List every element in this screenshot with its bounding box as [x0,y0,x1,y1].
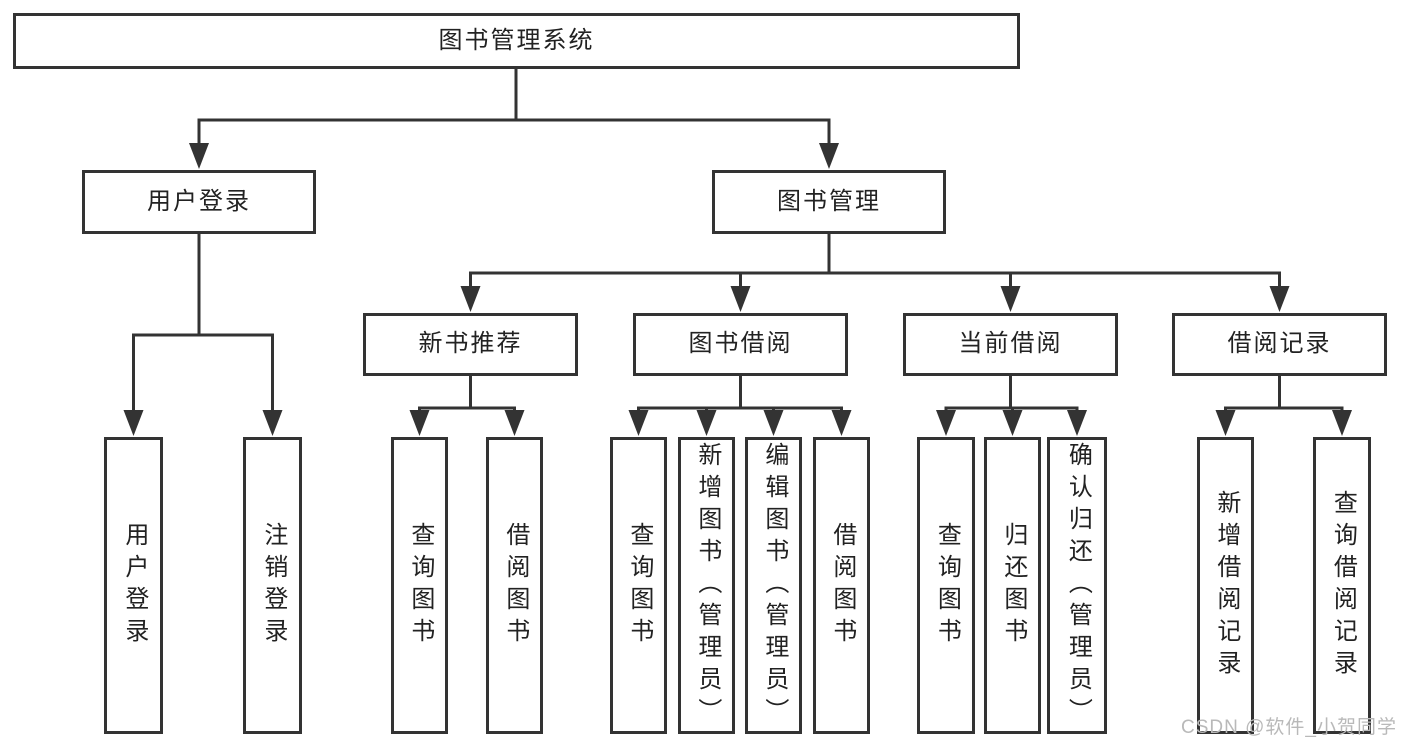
node-leaf-bb-edit-books-admin: 编辑图书（管理员） [745,437,802,734]
node-new-book-recommend: 新书推荐 [363,313,578,376]
node-leaf-nb-query-books: 查询图书 [391,437,448,734]
node-leaf-br-add-record: 新增借阅记录 [1197,437,1254,734]
node-leaf-cb-return-books: 归还图书 [984,437,1041,734]
node-leaf-bb-add-books-admin: 新增图书（管理员） [678,437,735,734]
node-book-borrow: 图书借阅 [633,313,848,376]
node-current-borrow: 当前借阅 [903,313,1118,376]
csdn-watermark: CSDN @软件_小贺同学 [1181,717,1397,738]
node-leaf-nb-borrow-books: 借阅图书 [486,437,543,734]
node-leaf-br-query-record: 查询借阅记录 [1313,437,1371,734]
node-library-management-system: 图书管理系统 [13,13,1020,69]
node-borrow-records: 借阅记录 [1172,313,1387,376]
node-leaf-cb-query-books: 查询图书 [917,437,975,734]
node-leaf-user-login: 用户登录 [104,437,163,734]
node-leaf-bb-borrow-books: 借阅图书 [813,437,870,734]
node-user-login: 用户登录 [82,170,316,234]
node-leaf-cb-confirm-return-admin: 确认归还（管理员） [1047,437,1107,734]
node-leaf-logout: 注销登录 [243,437,302,734]
node-leaf-bb-query-books: 查询图书 [610,437,667,734]
node-book-management: 图书管理 [712,170,946,234]
